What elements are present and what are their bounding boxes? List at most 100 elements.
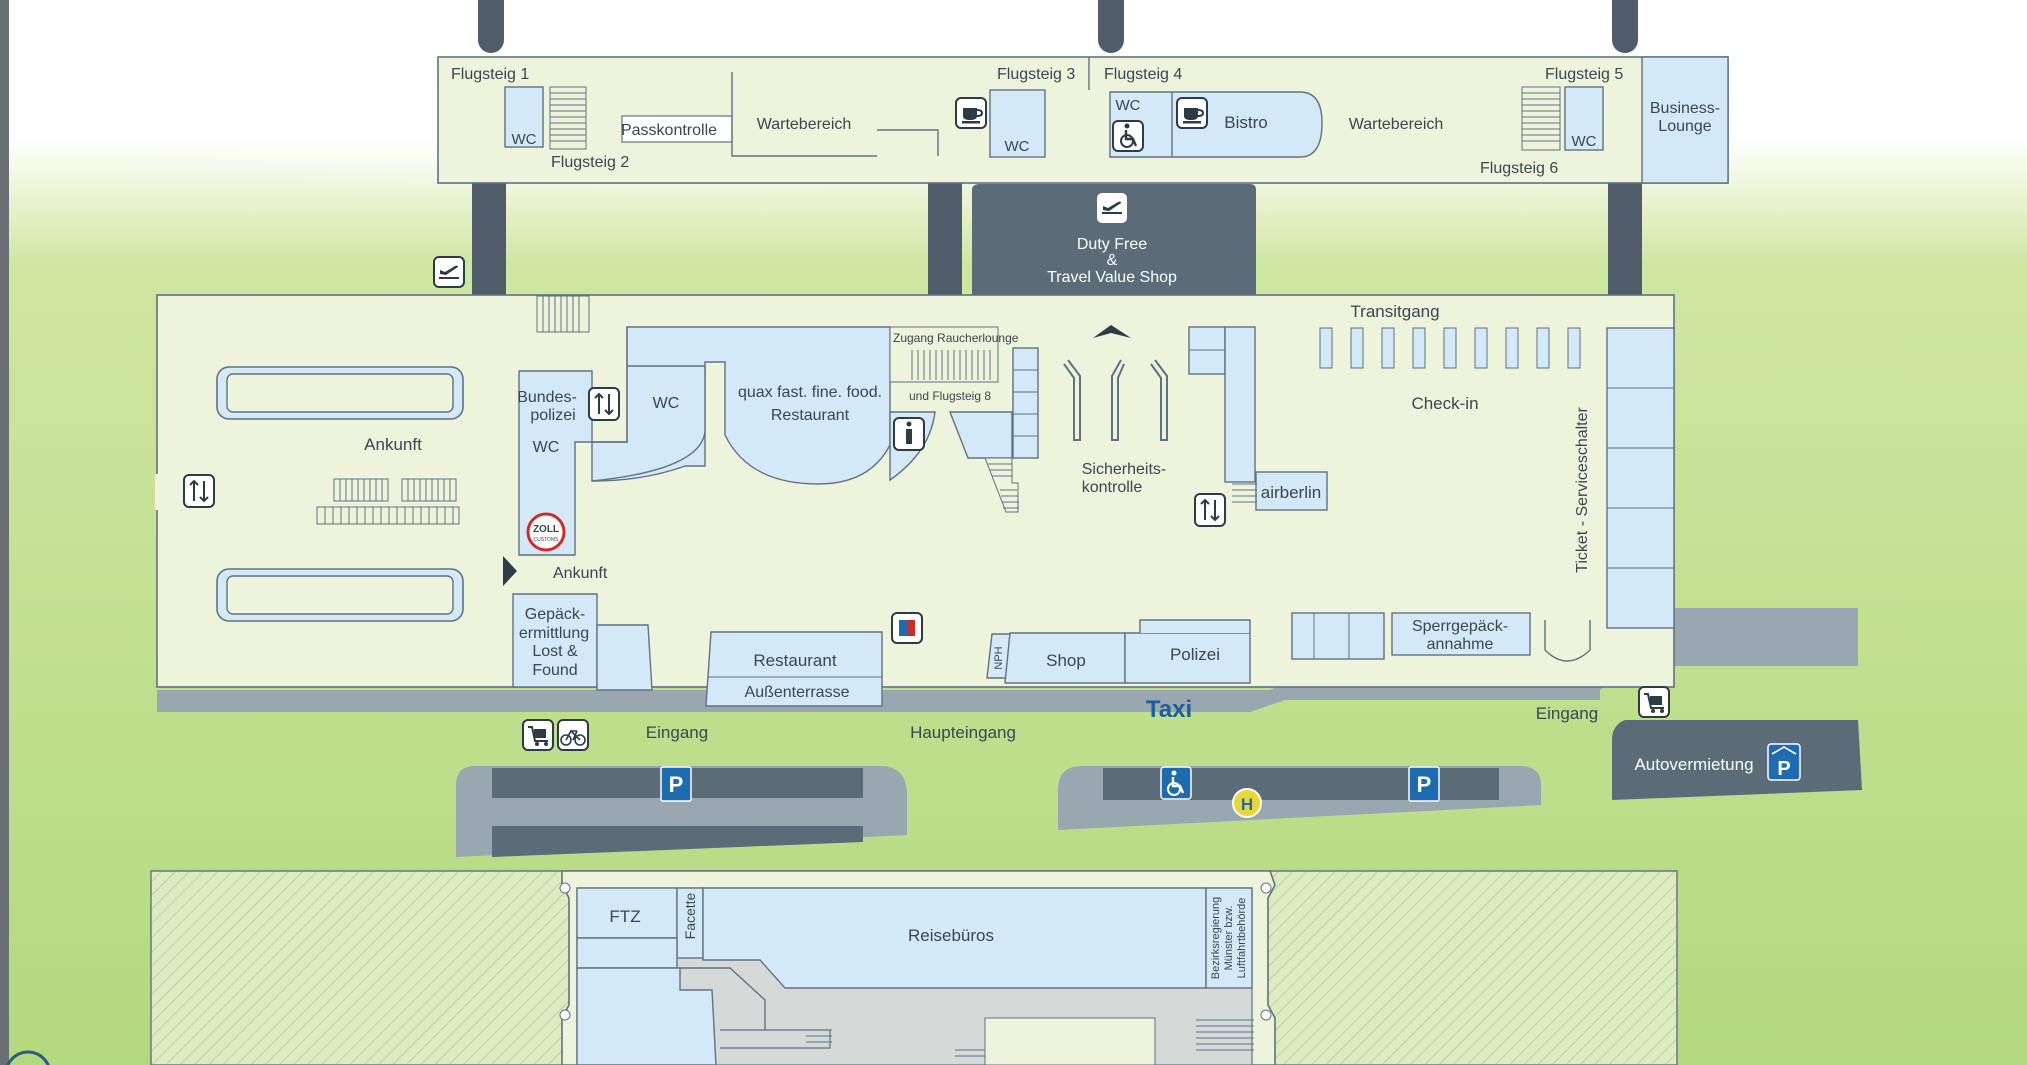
- police-label: Polizei: [1170, 645, 1220, 664]
- wheelchair-parking-icon: [1160, 766, 1192, 800]
- waiting-area-label-1: Wartebereich: [757, 116, 852, 133]
- stairs-gate6: [1521, 86, 1561, 151]
- passport-control-desk: [621, 115, 733, 143]
- jet-bridges: [478, 0, 1638, 53]
- ftz-label: FTZ: [609, 907, 640, 926]
- duty-free-label-3: Travel Value Shop: [1047, 269, 1177, 286]
- pier-wc-2: [989, 89, 1046, 158]
- wheelchair-icon: [1112, 120, 1144, 152]
- security-label-2: kontrolle: [1082, 479, 1143, 496]
- restaurant-quax-label-1: quax fast. fine. food.: [738, 384, 882, 401]
- ticket-service-label: Ticket - Serviceschalter: [1574, 406, 1591, 572]
- passport-control-label: Passkontrolle: [621, 122, 717, 139]
- info-icon: [893, 417, 925, 451]
- smoker-lounge-label: Zugang Raucherlounge: [893, 331, 1019, 345]
- lower-hall: [984, 1017, 1156, 1065]
- federal-police-office: [518, 370, 593, 556]
- airberlin-desk: [1255, 471, 1328, 511]
- waiting-area-label-2: Wartebereich: [1349, 116, 1444, 133]
- escalators-arrivals: [316, 478, 460, 525]
- service-stack: [1012, 347, 1039, 459]
- svg-text:H: H: [1241, 795, 1253, 814]
- authority-label-1: Bezirksregierung: [1210, 897, 1222, 980]
- airberlin-label: airberlin: [1261, 483, 1321, 502]
- gate-5-label: Flugsteig 5: [1545, 66, 1623, 83]
- main-entrance-label: Haupteingang: [910, 723, 1016, 742]
- storage-room: [596, 624, 653, 691]
- federal-police-label-1: Bundes-: [517, 389, 577, 406]
- parking-icon-left: P: [660, 766, 692, 802]
- bistro-label: Bistro: [1224, 113, 1267, 132]
- pier-wc-1: [504, 86, 544, 148]
- pier-wc-3-label: WC: [1572, 133, 1597, 150]
- elevator-icon-3: [1194, 493, 1226, 527]
- nph-label: NPH: [993, 646, 1005, 669]
- bicycle-icon: [557, 719, 589, 751]
- corner-badge: [6, 1050, 50, 1065]
- business-lounge-label-1: Business-: [1650, 100, 1720, 117]
- atm-icon: [891, 612, 923, 644]
- wc-label-terminal-2: WC: [653, 395, 680, 412]
- bistro-room: [1109, 91, 1323, 158]
- departure-direction-arrow-icon: [1093, 325, 1131, 338]
- stairs-security: [984, 457, 1019, 513]
- parking-garage-icon: P: [1767, 743, 1801, 781]
- svg-text:CUSTOMS: CUSTOMS: [534, 537, 560, 543]
- connector-3: [1608, 183, 1642, 295]
- counter-block: [1291, 612, 1385, 660]
- duty-free-label-1: Duty Free: [1077, 236, 1147, 253]
- baggage-label-3: Lost &: [532, 643, 578, 660]
- elevator-icon: [183, 474, 215, 508]
- car-rental-label: Autovermietung: [1634, 755, 1753, 774]
- travel-agencies-label: Reisebüros: [908, 926, 994, 945]
- pier-wc-1-label: WC: [512, 131, 537, 148]
- entrance-left-label: Eingang: [646, 723, 708, 742]
- checkin-counters: [1319, 327, 1581, 369]
- wc-label-terminal-1: WC: [533, 439, 560, 456]
- bulky-baggage-label-1: Sperrgepäck-: [1412, 618, 1508, 635]
- pier-wc-4-label: WC: [1116, 97, 1141, 114]
- connector-1: [472, 183, 506, 295]
- duty-free-label-2: &: [1107, 252, 1118, 269]
- svg-text:P: P: [1417, 772, 1432, 797]
- stairs-gate2: [549, 86, 587, 150]
- bulky-baggage-label-2: annahme: [1427, 636, 1494, 653]
- gate-3-label: Flugsteig 3: [997, 66, 1075, 83]
- wc-restaurant: [591, 366, 706, 482]
- baggage-carousel-2: [216, 568, 464, 622]
- entrance-right-label: Eingang: [1536, 704, 1598, 723]
- pier-wc-3: [1564, 86, 1604, 151]
- business-lounge-label-2: Lounge: [1658, 118, 1711, 135]
- baggage-label-4: Found: [532, 662, 577, 679]
- gate-6-label: Flugsteig 6: [1480, 160, 1558, 177]
- shop-label: Shop: [1046, 651, 1086, 670]
- arrivals-exit-label: Ankunft: [553, 565, 608, 582]
- left-frame-edge: [0, 0, 9, 1065]
- duty-free-shop: [972, 184, 1256, 295]
- departure-icon: [433, 256, 465, 288]
- bulky-baggage-room: [1391, 612, 1531, 656]
- coffee-icon-bistro: [1176, 97, 1208, 129]
- luggage-cart-icon: [522, 719, 554, 751]
- baggage-label-1: Gepäck-: [525, 606, 585, 623]
- elevator-icon-2: [588, 387, 620, 421]
- ftz-room: [576, 887, 678, 939]
- gate-2-label: Flugsteig 2: [551, 154, 629, 171]
- taxi-label: Taxi: [1146, 696, 1192, 723]
- svg-text:P: P: [1777, 758, 1790, 780]
- baggage-carousel-1: [216, 366, 464, 420]
- baggage-label-2: ermittlung: [519, 625, 589, 642]
- restaurant-terrace: [705, 631, 883, 707]
- lower-office-1: [576, 937, 678, 969]
- restaurant-label: Restaurant: [753, 651, 836, 670]
- pier-wc-2-label: WC: [1005, 138, 1030, 155]
- checkin-label: Check-in: [1411, 394, 1478, 413]
- coffee-icon: [955, 97, 987, 129]
- ticket-service-counter: [1606, 327, 1675, 629]
- gate-1-label: Flugsteig 1: [451, 66, 529, 83]
- authority-label-3: Luftfahrtbehörde: [1236, 898, 1248, 979]
- terrace-label: Außenterrasse: [745, 684, 850, 701]
- facette-room: [676, 887, 704, 959]
